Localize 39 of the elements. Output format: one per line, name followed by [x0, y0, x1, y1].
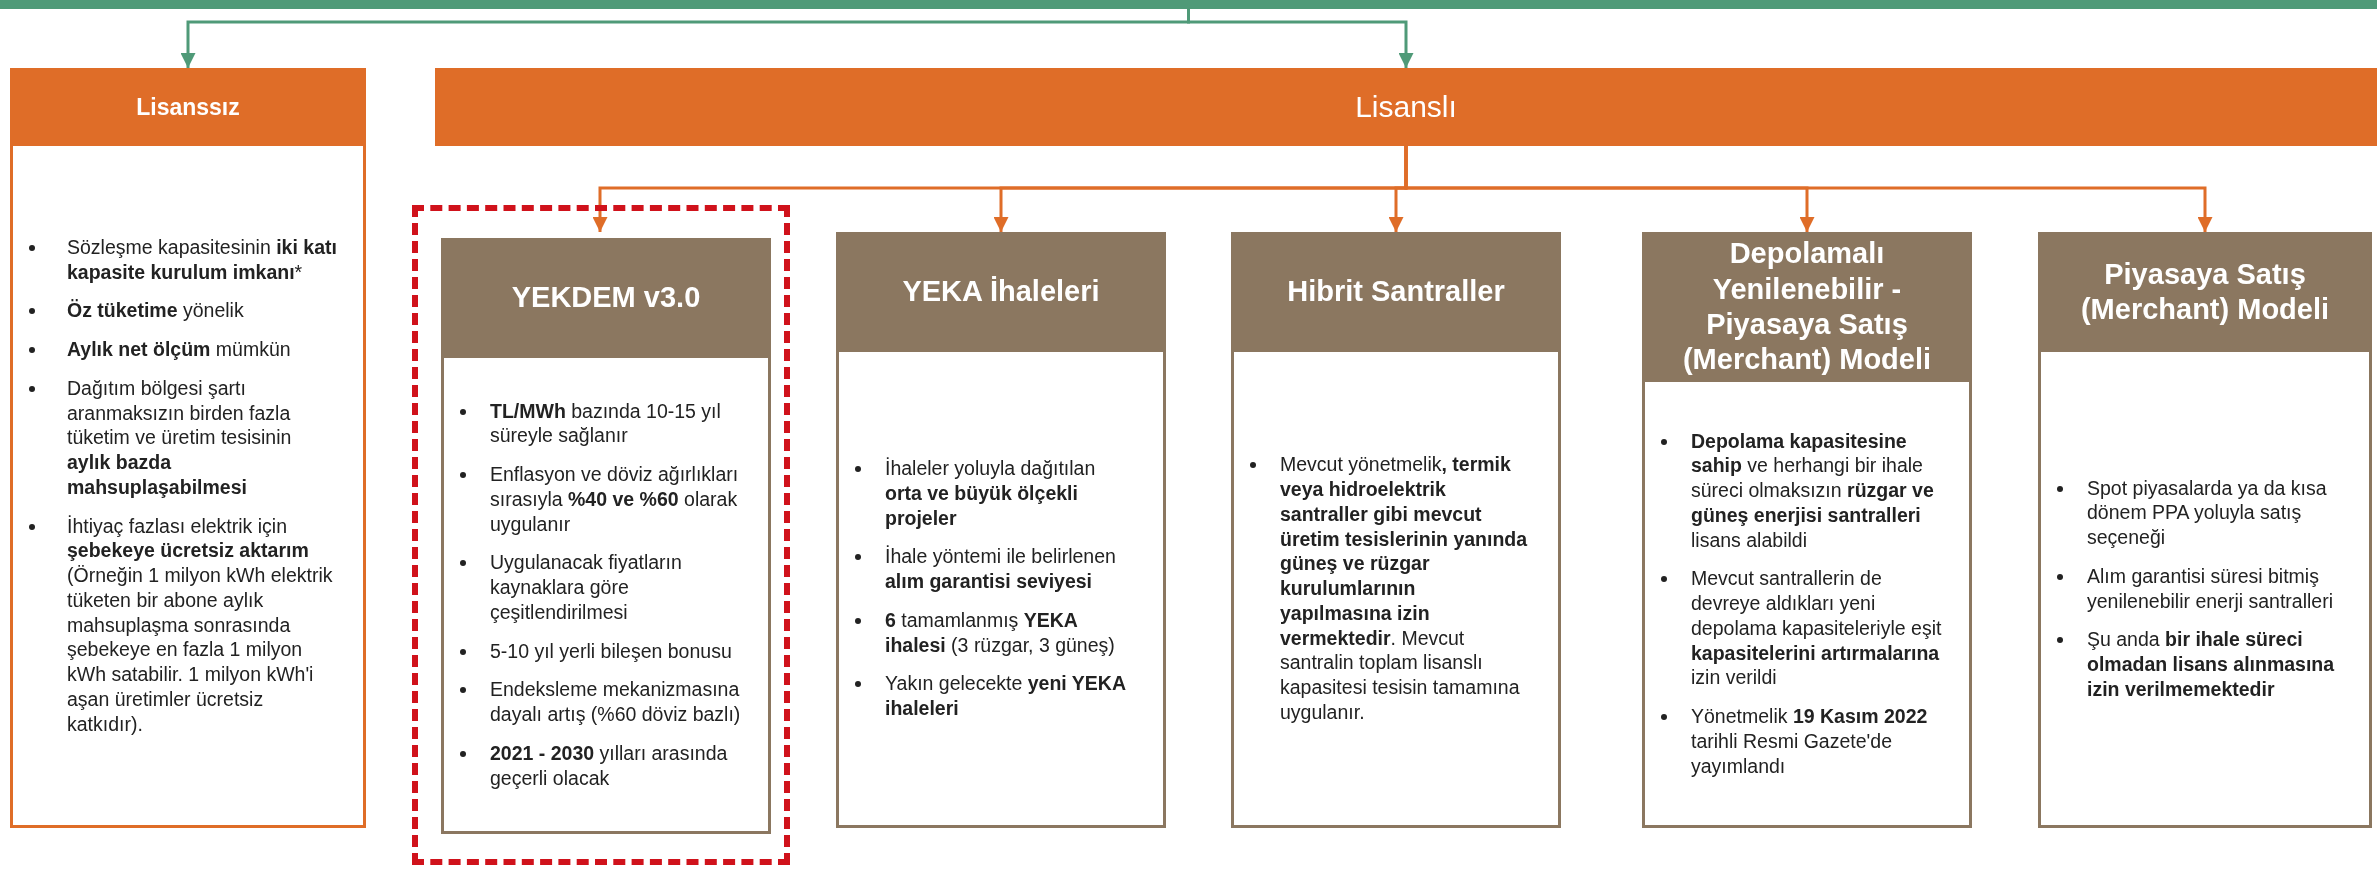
- card-header: Hibrit Santraller: [1231, 232, 1561, 352]
- bullet-text: Yakın gelecekte yeni YEKA ihaleleri: [885, 671, 1127, 721]
- card-header: Lisanssız: [10, 68, 366, 146]
- bullet-text: 6 tamamlanmış YEKA ihalesi (3 rüzgar, 3 güneş): [885, 607, 1116, 658]
- info-card: [2038, 232, 2372, 828]
- bullet-text: Dağıtım bölgesi şartı aranmaksızın birden fazla tüketim ve üretim tesisinin aylık bazda mahsuplaşabilmesi: [67, 375, 293, 500]
- bullet-text: Uygulanacak fiyatların kaynaklara göre çeşitlendirilmesi: [490, 550, 683, 625]
- card-header: Piyasaya Satış (Merchant) Modeli: [2038, 232, 2372, 352]
- bullet-text: Enflasyon ve döviz ağırlıkları sırasıyla %40 ve %60 olarak uygulanır: [490, 462, 740, 537]
- bullet-text: İhaleler yoluyla dağıtılan orta ve büyük ölçekli projeler: [885, 456, 1097, 531]
- bullet-text: Spot piyasalarda ya da kısa dönem PPA yoluyla satış seçeneği: [2087, 475, 2328, 550]
- bullet-text: Mevcut santrallerin de devreye aldıkları yeni depolama kapasiteleriyle eşit kapasitelerini artırmalarına izin verildi: [1691, 566, 1943, 691]
- bullet-text: Endeksleme mekanizmasına dayalı artış (%60 döviz bazlı): [490, 677, 742, 727]
- info-card: [10, 68, 366, 828]
- card-header: YEKDEM v3.0: [441, 238, 771, 358]
- card-header: YEKA İhaleleri: [836, 232, 1166, 352]
- bullet-text: İhtiyaç fazlası elektrik için şebekeye ücretsiz aktarım (Örneğin 1 milyon kWh elektrik tüketen bir abone aylık mahsuplaşma sonrasında şebekeye en fazla 1 milyon kWh satabilir. 1 milyon kWh'i aşan üretimler ücretsiz katkıdır).: [67, 513, 334, 737]
- info-card: [836, 232, 1166, 828]
- info-card: [1231, 232, 1561, 828]
- bullet-text: Alım garantisi süresi bitmiş yenilenebilir enerji santralleri: [2087, 563, 2335, 614]
- info-card: [1642, 232, 1972, 828]
- bullet-text: Mevcut yönetmelik, termik veya hidroelektrik santraller gibi mevcut üretim tesislerinin yanında güneş ve rüzgar kurulumlarının yapılmasına izin vermektedir. Mevcut santralin toplam lisanslı kapasitesi tesisin tamamına uygulanır.: [1280, 452, 1529, 725]
- category-band: Lisanslı: [435, 68, 2377, 146]
- highlight-frame: [412, 205, 790, 865]
- bullet-text: Şu anda bir ihale süreci olmadan lisans alınmasına izin verilmemektedir: [2087, 627, 2336, 702]
- bullet-text: 5-10 yıl yerli bileşen bonusu: [490, 638, 732, 664]
- bullet-text: Yönetmelik 19 Kasım 2022 tarihli Resmi Gazete'de yayımlandı: [1691, 704, 1929, 779]
- bullet-text: İhale yöntemi ile belirlenen alım garantisi seviyesi: [885, 544, 1117, 594]
- bullet-text: Öz tüketime yönelik: [67, 298, 244, 323]
- card-header: Depolamalı Yenilenebilir - Piyasaya Satış (Merchant) Modeli: [1642, 232, 1972, 382]
- info-card: [441, 238, 771, 834]
- bullet-text: Aylık net ölçüm mümkün: [67, 337, 291, 362]
- connector-arrow: [1187, 9, 1414, 68]
- bullet-text: 2021 - 2030 yılları arasında geçerli olacak: [490, 740, 729, 791]
- bullet-text: TL/MWh bazında 10-15 yıl süreyle sağlanır: [490, 398, 722, 449]
- connector-arrow: [1404, 146, 2213, 232]
- header-bar: [0, 0, 2377, 9]
- bullet-text: Sözleşme kapasitesinin iki katı kapasite kurulum imkanı*: [67, 234, 337, 285]
- bullet-text: Depolama kapasitesine sahip ve herhangi bir ihale süreci olmaksızın rüzgar ve güneş enerjisi santralleri lisans alabildi: [1691, 428, 1935, 553]
